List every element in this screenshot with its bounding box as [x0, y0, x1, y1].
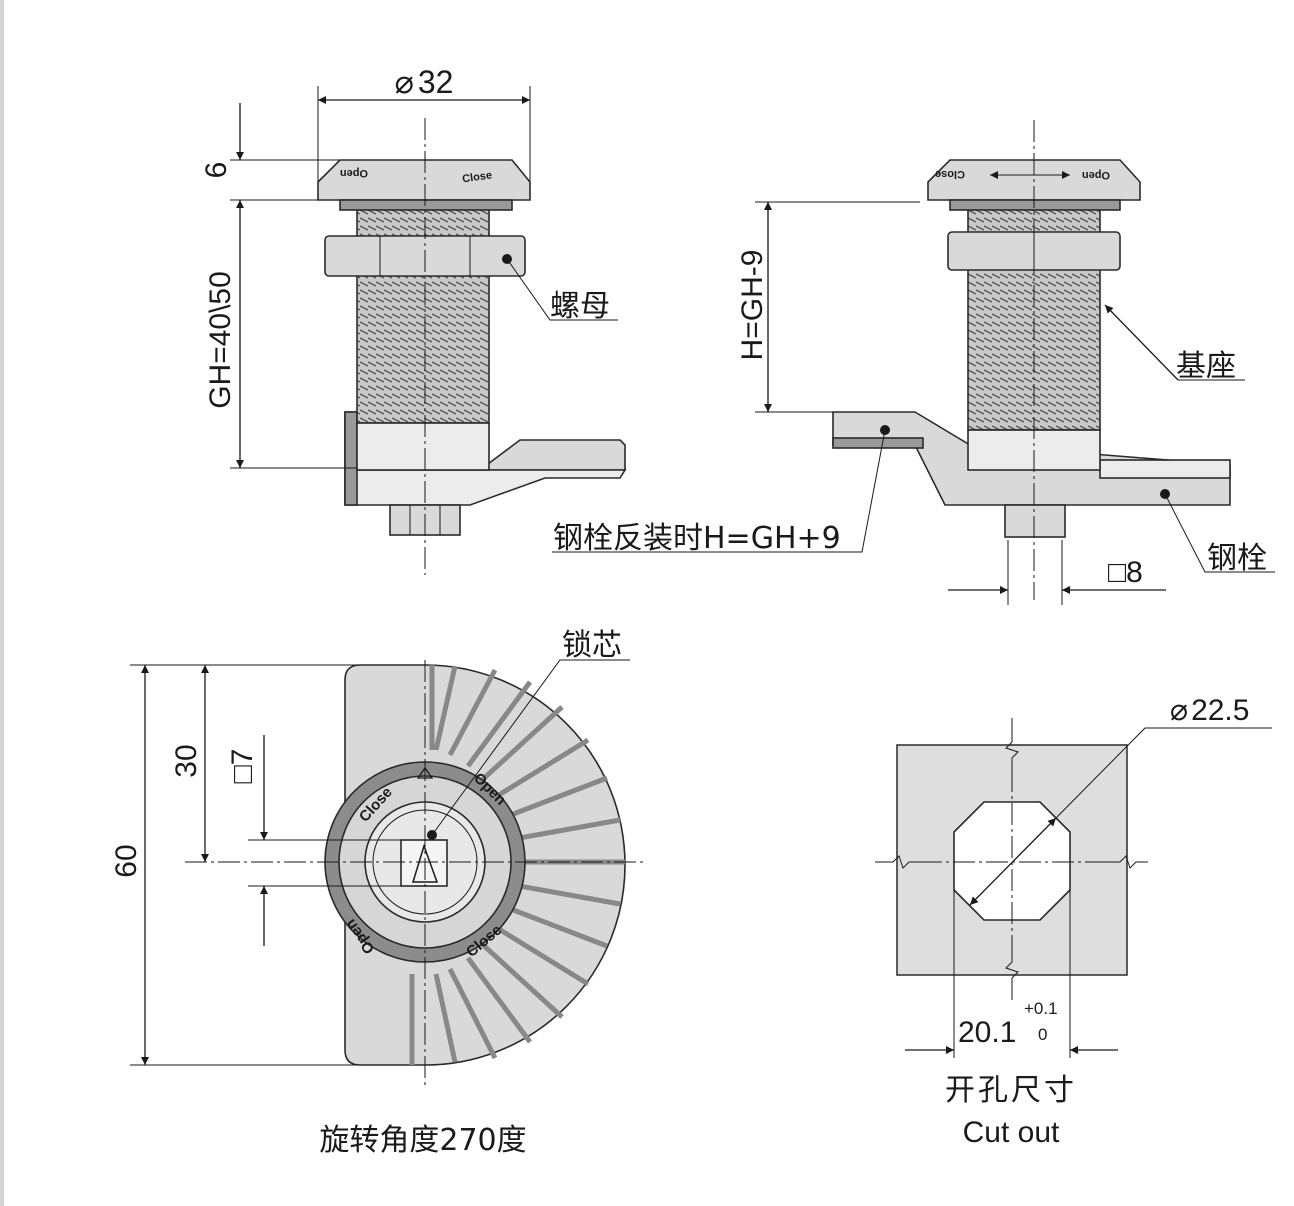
break-mark-bottom [1005, 948, 1019, 1000]
cutout-view: ⌀22.5 20.1 +0.1 0 开孔尺寸 Cut out [875, 694, 1272, 1149]
dim-sq8-text: □8 [1108, 556, 1143, 589]
steel-label: 钢栓 [1207, 541, 1267, 576]
cap-open-label: Open [340, 167, 368, 179]
core-triangle [411, 843, 439, 883]
dim-dia32-text: ⌀32 [395, 64, 454, 100]
side-bottom-screw [1004, 504, 1066, 538]
dim-w201-text: 20.1 [958, 1016, 1016, 1049]
break-mark-left [875, 855, 920, 869]
side-cap-close-label: Close [935, 168, 965, 180]
core-label: 锁芯 [562, 628, 622, 663]
dia225-leader [1055, 727, 1272, 819]
dim-tol-zero: 0 [1038, 1025, 1047, 1044]
base-label: 基座 [1176, 349, 1236, 384]
dim-tol-plus: +0.1 [1024, 999, 1058, 1018]
base-leader-arrow [1104, 304, 1179, 381]
cap-close-label: Close [461, 169, 492, 185]
side-cap-flange [949, 199, 1121, 211]
dim-6-text: 6 [200, 162, 233, 179]
nut-label: 螺母 [550, 289, 610, 324]
steel-note-label: 钢栓反装时H=GH+9 [553, 521, 841, 556]
dim-dia225-text: ⌀22.5 [1170, 694, 1249, 727]
cam-ribs [409, 665, 625, 1065]
dim-h-text: H=GH-9 [736, 250, 769, 361]
rotation-caption: 旋转角度270度 [319, 1123, 526, 1158]
bolt-bar-step [1099, 459, 1231, 479]
dim-sq7-text: □7 [226, 749, 259, 784]
cutout-caption-cn: 开孔尺寸 [945, 1073, 1077, 1108]
nut-leader [506, 258, 618, 321]
side-view: Close Open H=GH-9 基座 钢栓反装时H=GH+9 钢栓 □8 [552, 120, 1275, 605]
break-mark-top [1005, 718, 1019, 770]
dim-gh-text: GH=40\50 [204, 271, 237, 409]
side-cap-open-label: Open [1082, 169, 1110, 181]
steel-note-leader [552, 429, 886, 553]
top-view: Close Open Open Close 锁芯 60 30 □7 旋转角度27… [110, 628, 645, 1158]
dim-60-text: 60 [110, 844, 143, 877]
cap-head [317, 159, 531, 201]
break-mark-right [1105, 855, 1148, 869]
page-left-border [0, 0, 4, 1206]
cap-flange [339, 199, 513, 211]
core-leader [431, 659, 630, 836]
front-view: Open Close ⌀32 6 GH=40\50 螺母 [200, 64, 627, 575]
bolt-bar-edge [832, 437, 924, 449]
cutout-caption-en: Cut out [963, 1116, 1060, 1149]
steel-leader [1164, 493, 1275, 573]
body-collar [356, 422, 490, 471]
dim-30-text: 30 [170, 744, 203, 777]
dim-line-dia225 [969, 817, 1057, 906]
cam-plate-lower [344, 469, 627, 506]
cam-plate-edge [344, 411, 358, 506]
